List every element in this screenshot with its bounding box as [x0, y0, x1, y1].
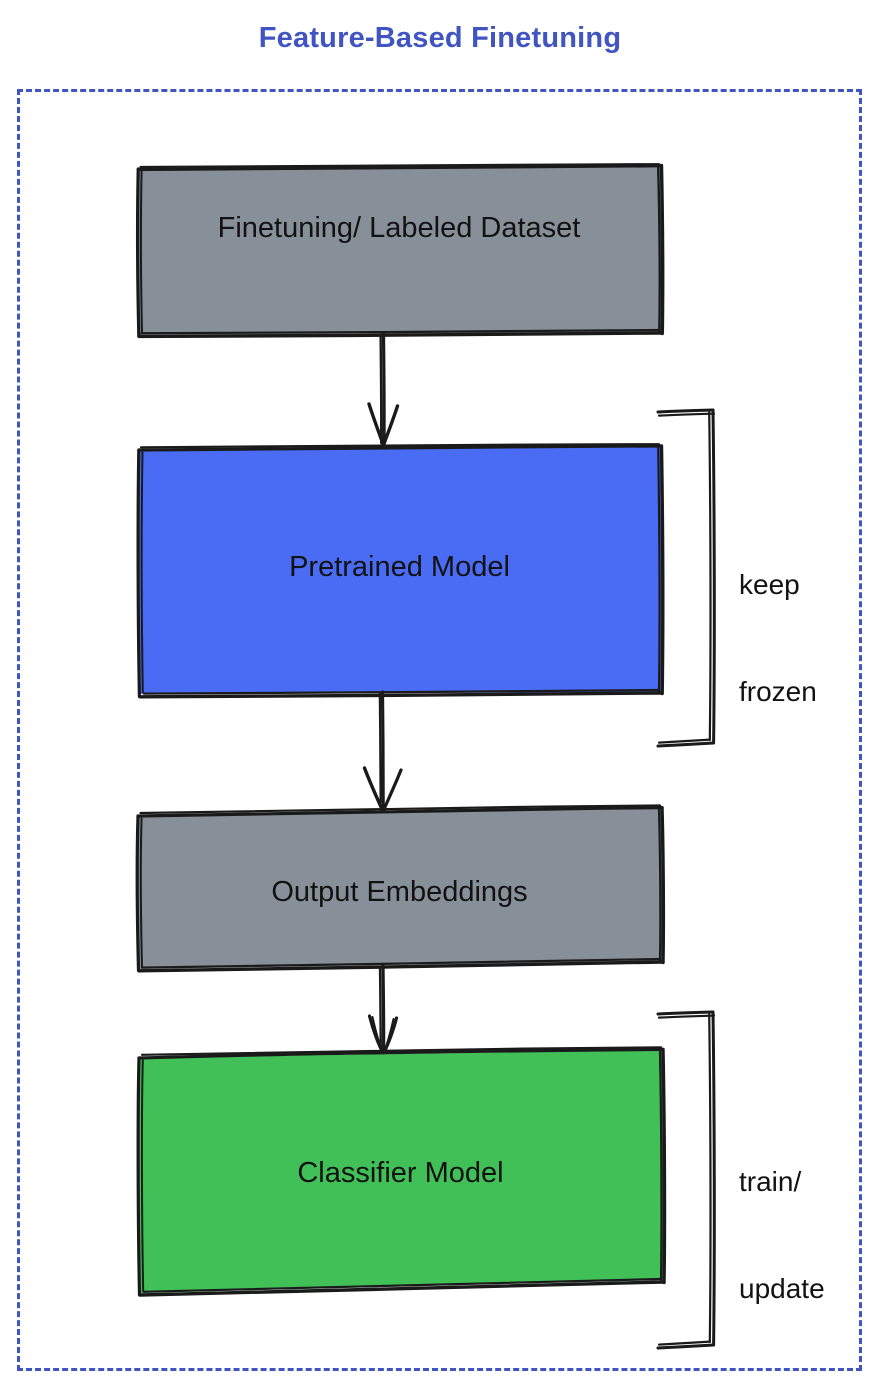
annotation-train-update-line1: train/ — [739, 1165, 802, 1197]
diagram-frame — [17, 89, 862, 1371]
edge-dataset-to-pretrained — [367, 332, 400, 448]
node-classifier-shape — [136, 1046, 667, 1297]
page-title: Feature-Based Finetuning — [258, 22, 622, 54]
node-dataset-shape — [136, 163, 665, 339]
annotation-keep-frozen: keep frozen — [739, 495, 817, 782]
node-embeddings[interactable]: Output Embeddings — [135, 804, 666, 973]
node-pretrained-shape — [136, 443, 665, 699]
annotation-keep-frozen-line1: keep — [739, 568, 800, 600]
annotation-keep-frozen-line2: frozen — [739, 676, 817, 708]
node-dataset[interactable]: Finetuning/ Labeled Dataset — [136, 163, 665, 339]
node-pretrained[interactable]: Pretrained Model — [136, 443, 665, 699]
node-embeddings-shape — [135, 804, 666, 973]
annotation-train-update-line2: update — [739, 1273, 825, 1305]
node-classifier[interactable]: Classifier Model — [136, 1046, 667, 1297]
edge-pretrained-to-embeddings — [362, 690, 403, 814]
annotation-train-update: train/ update — [739, 1092, 825, 1379]
bracket-train-update — [656, 1010, 716, 1350]
bracket-keep-frozen — [656, 408, 716, 748]
